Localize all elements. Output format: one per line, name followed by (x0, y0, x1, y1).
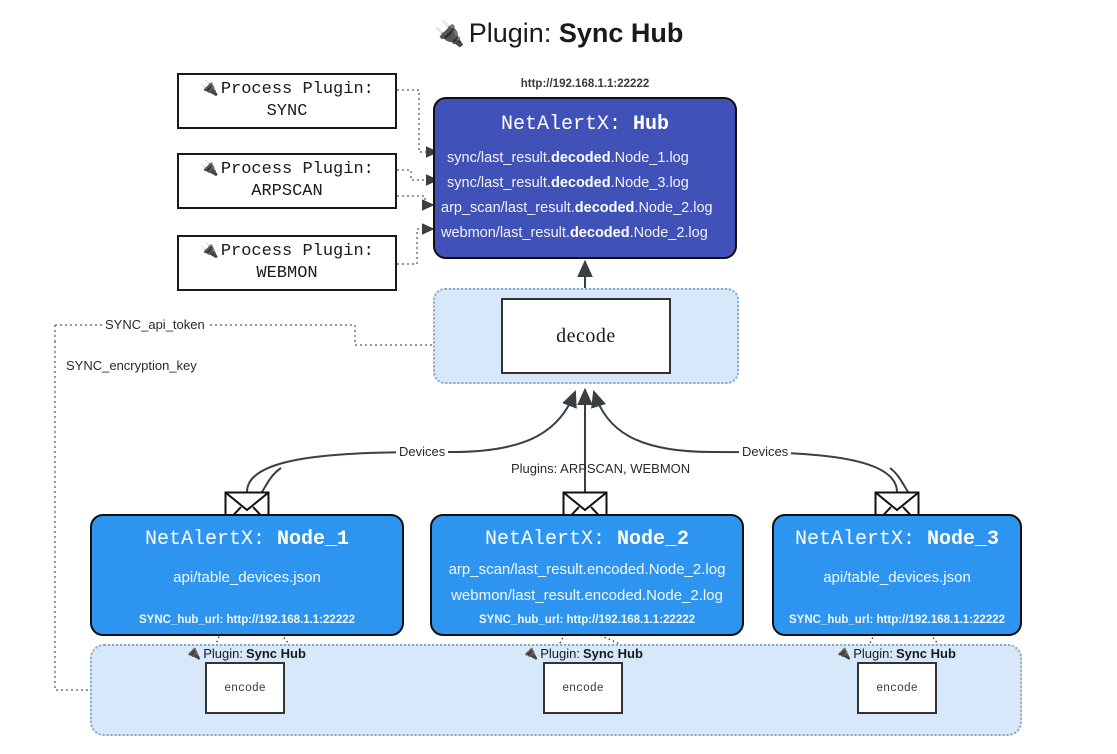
log-strong: decoded (550, 150, 611, 166)
log-pre: webmon/last_result. (441, 224, 570, 241)
decode-label: decode (556, 324, 616, 347)
bottom-plugin-caption-3: 🔌 Plugin: Sync Hub (835, 645, 956, 661)
edge-label-api-token: SYNC_api_token (102, 317, 208, 332)
bottom-plugin-caption-2: 🔌 Plugin: Sync Hub (522, 645, 643, 661)
node-title-name: Node_1 (277, 528, 350, 551)
plug-icon: 🔌 (185, 645, 202, 660)
node-line: webmon/last_result.encoded.Node_2.log (451, 587, 723, 605)
plug-icon: 🔌 (522, 645, 539, 660)
decode-box[interactable]: decode (501, 298, 671, 374)
node-line: arp_scan/last_result.encoded.Node_2.log (448, 561, 726, 578)
log-strong: decoded (550, 174, 611, 191)
hub-log-list: sync/last_result.decoded.Node_1.log sync… (435, 146, 735, 246)
process-plugin-name: SYNC (266, 102, 308, 121)
edge-label-plugins-mid: Plugins: ARPSCAN, WEBMON (511, 461, 691, 476)
node-footer: SYNC_hub_url: http://192.168.1.1:22222 (478, 614, 696, 626)
encode-label: encode (224, 681, 266, 695)
process-plugin-webmon[interactable]: 🔌Process Plugin: WEBMON (177, 235, 397, 291)
process-plugin-name: ARPSCAN (251, 182, 323, 201)
node-title: NetAlertX: Node_3 (774, 528, 1020, 551)
caption-name: Sync Hub (245, 645, 306, 661)
node-box-node-3[interactable]: NetAlertX: Node_3 api/table_devices.json… (772, 514, 1022, 636)
encode-label: encode (876, 681, 918, 695)
log-post: .Node_1.log (610, 150, 689, 166)
hub-title: NetAlertX: Hub (435, 113, 735, 136)
plug-icon: 🔌 (200, 242, 219, 260)
plug-icon: 🔌 (835, 645, 852, 660)
log-strong: decoded (569, 224, 630, 241)
log-post: .Node_2.log (629, 224, 708, 241)
node-title-prefix: NetAlertX: (484, 528, 605, 551)
encode-box-3[interactable]: encode (857, 662, 937, 714)
log-pre: sync/last_result. (447, 150, 551, 166)
node-title: NetAlertX: Node_1 (92, 528, 402, 551)
node-line: api/table_devices.json (173, 569, 321, 586)
process-plugin-label: Process Plugin: (220, 241, 374, 261)
node-title-name: Node_2 (617, 528, 690, 551)
encode-box-2[interactable]: encode (543, 662, 623, 714)
hub-node[interactable]: NetAlertX: Hub sync/last_result.decoded.… (433, 97, 737, 259)
plug-icon: 🔌 (200, 80, 219, 98)
log-strong: decoded (574, 199, 635, 216)
hub-log-line: webmon/last_result.decoded.Node_2.log (435, 221, 735, 246)
page-title-name: Sync Hub (558, 18, 684, 48)
hub-url-label: http://192.168.1.1:22222 (520, 78, 650, 90)
process-plugin-name: WEBMON (256, 264, 318, 283)
hub-log-line: sync/last_result.decoded.Node_3.log (435, 171, 735, 196)
page-title: 🔌Plugin: Sync Hub (0, 18, 1117, 49)
node-box-node-2[interactable]: NetAlertX: Node_2 arp_scan/last_result.e… (430, 514, 744, 636)
edge-label-devices-left: Devices (396, 444, 449, 459)
hub-log-line: arp_scan/last_result.decoded.Node_2.log (435, 196, 735, 221)
plug-icon: 🔌 (200, 160, 219, 178)
process-plugin-label: Process Plugin: (220, 159, 374, 179)
caption-prefix: Plugin: (540, 645, 580, 661)
node-title: NetAlertX: Node_2 (432, 528, 742, 551)
log-pre: sync/last_result. (447, 174, 551, 191)
plug-icon: 🔌 (433, 20, 465, 48)
log-pre: arp_scan/last_result. (441, 199, 575, 216)
process-plugin-arpscan[interactable]: 🔌Process Plugin: ARPSCAN (177, 153, 397, 209)
edge-label-devices-right: Devices (739, 444, 792, 459)
bottom-plugin-caption-1: 🔌 Plugin: Sync Hub (185, 645, 306, 661)
node-footer: SYNC_hub_url: http://192.168.1.1:22222 (138, 614, 356, 626)
log-post: .Node_2.log (634, 199, 713, 216)
node-footer: SYNC_hub_url: http://192.168.1.1:22222 (788, 614, 1006, 626)
hub-log-line: sync/last_result.decoded.Node_1.log (435, 146, 735, 171)
caption-name: Sync Hub (582, 645, 643, 661)
process-plugin-label: Process Plugin: (220, 79, 374, 99)
node-title-name: Node_3 (927, 528, 1000, 551)
hub-title-name: Hub (633, 113, 670, 136)
encode-box-1[interactable]: encode (205, 662, 285, 714)
page-title-prefix: Plugin: (468, 18, 552, 48)
encode-label: encode (562, 681, 604, 695)
log-post: .Node_3.log (610, 174, 689, 191)
caption-prefix: Plugin: (853, 645, 893, 661)
node-title-prefix: NetAlertX: (144, 528, 265, 551)
node-box-node-1[interactable]: NetAlertX: Node_1 api/table_devices.json… (90, 514, 404, 636)
hub-title-prefix: NetAlertX: (500, 113, 621, 136)
node-title-prefix: NetAlertX: (794, 528, 915, 551)
edge-label-encryption-key: SYNC_encryption_key (63, 358, 200, 373)
caption-prefix: Plugin: (203, 645, 243, 661)
process-plugin-sync[interactable]: 🔌Process Plugin: SYNC (177, 73, 397, 129)
caption-name: Sync Hub (895, 645, 956, 661)
node-line: api/table_devices.json (823, 569, 971, 586)
